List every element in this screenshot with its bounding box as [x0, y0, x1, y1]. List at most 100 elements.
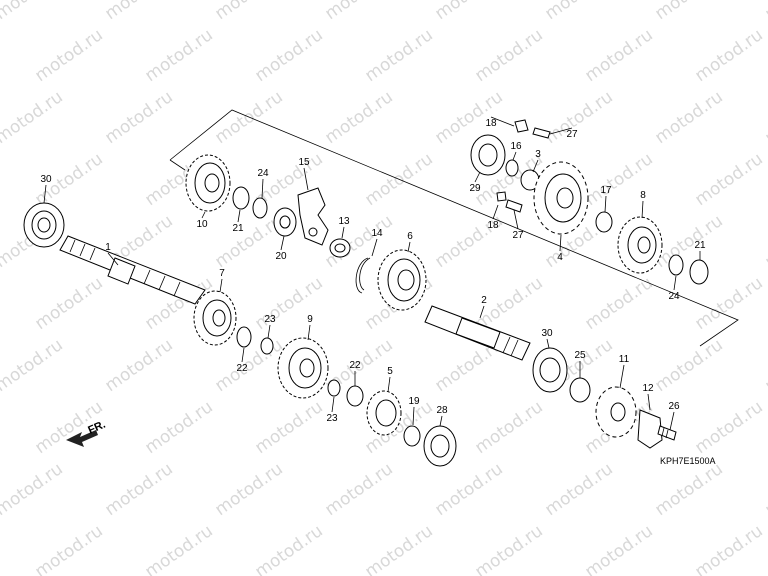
callout-number: 30: [40, 174, 52, 185]
callout-leader: [307, 324, 311, 341]
callout-number: 22: [236, 363, 248, 374]
callout-number: 23: [264, 314, 276, 325]
watermark-text: motod.ru: [211, 0, 286, 24]
callout-leader: [341, 226, 345, 239]
countershaft-2: [424, 305, 531, 361]
callout-leader: [331, 396, 335, 413]
watermark-text: motod.ru: [431, 0, 506, 24]
gear-6: [377, 249, 427, 311]
gear-10: [185, 154, 231, 212]
washer-18-top: [514, 119, 529, 133]
watermark-text: motod.ru: [761, 335, 768, 396]
watermark-text: motod.ru: [761, 0, 768, 24]
watermark-text: motod.ru: [691, 149, 766, 210]
callout-leader: [387, 376, 391, 393]
callout-number: 11: [619, 354, 630, 365]
callout-leader: [241, 347, 245, 363]
watermark-text: motod.ru: [691, 25, 766, 86]
watermark-text: motod.ru: [31, 521, 106, 576]
callout-leader: [647, 393, 651, 411]
gear-5: [366, 390, 402, 436]
watermark-text: motod.ru: [691, 397, 766, 458]
callout-number: 16: [510, 141, 522, 152]
callout-leader: [532, 159, 539, 173]
callout-number: 14: [371, 228, 383, 239]
watermark-text: motod.ru: [141, 25, 216, 86]
watermark-text: motod.ru: [251, 397, 326, 458]
washer-16: [505, 159, 519, 177]
gear-8: [617, 216, 663, 274]
callout-number: 18: [485, 118, 497, 129]
watermark-text: motod.ru: [251, 25, 326, 86]
callout-leader: [479, 305, 485, 319]
callout-leader: [412, 406, 415, 426]
callout-number: 2: [481, 295, 487, 306]
callout-leader: [107, 252, 119, 266]
callout-leader: [371, 238, 378, 257]
callout-number: 23: [326, 413, 338, 424]
watermark-text: motod.ru: [0, 459, 67, 520]
callout-leader: [267, 324, 271, 339]
callout-number: 5: [387, 366, 393, 377]
callout-number: 24: [668, 291, 680, 302]
watermark-text: motod.ru: [761, 459, 768, 520]
watermark-text: motod.ru: [471, 25, 546, 86]
callout-number: 13: [338, 216, 350, 227]
sprocket-11: [595, 386, 637, 438]
watermark-text: motod.ru: [101, 0, 176, 24]
callout-number: 25: [574, 350, 586, 361]
callout-leader: [641, 200, 644, 219]
watermark-text: motod.ru: [581, 521, 656, 576]
callout-number: 22: [349, 360, 361, 371]
callout-number: 17: [600, 185, 612, 196]
washer-22-mid: [236, 326, 252, 348]
watermark-text: motod.ru: [101, 459, 176, 520]
washer-22-low: [346, 385, 364, 407]
callout-leader: [673, 275, 677, 291]
callout-number: 28: [436, 405, 448, 416]
watermark-text: motod.ru: [141, 521, 216, 576]
callout-number: 19: [408, 396, 420, 407]
ring-23-low: [327, 379, 341, 397]
callout-number: 30: [541, 328, 553, 339]
plate-15: [297, 187, 329, 246]
callout-number: 21: [232, 223, 244, 234]
callout-leader: [439, 415, 443, 427]
bolt-27-low: [505, 199, 523, 213]
callout-leader: [43, 184, 47, 204]
callout-leader: [512, 151, 517, 161]
watermark-text: motod.ru: [471, 521, 546, 576]
callout-leader: [549, 127, 573, 135]
callout-number: 4: [557, 252, 563, 263]
watermark-text: motod.ru: [31, 25, 106, 86]
watermark-text: motod.ru: [0, 0, 67, 24]
watermark-text: motod.ru: [541, 459, 616, 520]
watermark-text: motod.ru: [581, 273, 656, 334]
gear-4: [533, 161, 589, 235]
watermark-text: motod.ru: [761, 211, 768, 272]
washer-19: [403, 425, 421, 447]
callout-leader: [474, 171, 481, 183]
callout-leader: [280, 235, 285, 251]
bearing-28: [423, 425, 457, 467]
front-arrow: [66, 430, 98, 447]
bearing-30-left: [23, 202, 65, 248]
ring-24-right: [668, 254, 684, 276]
callout-number: 15: [298, 157, 310, 168]
watermark-text: motod.ru: [651, 0, 726, 24]
watermark-text: motod.ru: [541, 87, 616, 148]
callout-leader: [201, 211, 206, 219]
callout-number: 21: [694, 240, 706, 251]
watermark-text: motod.ru: [251, 521, 326, 576]
callout-number: 20: [275, 251, 287, 262]
callout-leader: [237, 209, 241, 223]
ring-23-mid: [260, 337, 274, 355]
callout-number: 24: [257, 168, 269, 179]
callout-number: 27: [512, 230, 524, 241]
callout-number: 12: [642, 383, 654, 394]
watermark-text: motod.ru: [361, 521, 436, 576]
callout-number: 26: [668, 401, 680, 412]
washer-21-right: [689, 259, 709, 285]
plate-12: [637, 409, 663, 449]
